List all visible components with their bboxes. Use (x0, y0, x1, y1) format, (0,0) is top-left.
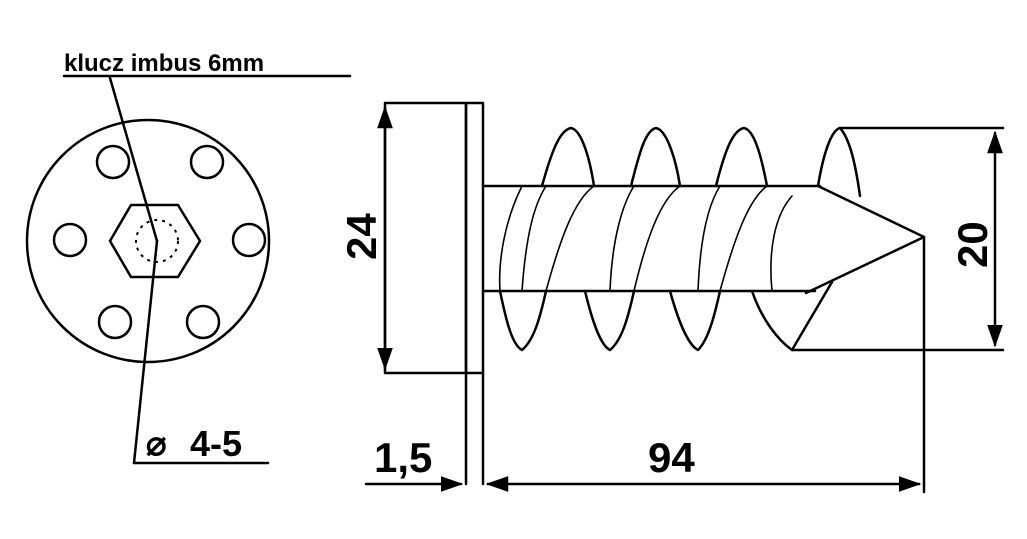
anchor-hole (95, 144, 131, 180)
thread-diameter-label: 20 (949, 221, 996, 268)
thread-helix (609, 185, 635, 292)
anchor-hole (97, 304, 133, 340)
thread-crest-bottom (583, 289, 636, 352)
thread-crest-top (629, 126, 682, 188)
thread-crest-bottom (668, 289, 722, 352)
hex-socket (108, 203, 202, 279)
length-label: 94 (648, 434, 695, 481)
anchor-hole (185, 304, 221, 340)
front-view: klucz imbus 6mm ⌀ 4-5 (25, 50, 352, 465)
center-hole-hidden-edge (135, 219, 179, 263)
key-label: klucz imbus 6mm (64, 50, 264, 77)
side-view: 24 20 94 1,5 (338, 101, 1005, 494)
thread-crest-top (816, 126, 862, 198)
thread-helix (545, 185, 595, 292)
diameter-symbol: ⌀ (146, 425, 167, 463)
flange-thickness-label: 1,5 (374, 434, 432, 481)
thread (498, 126, 862, 352)
hole-leader-line (132, 239, 159, 465)
thread-helix (770, 195, 793, 292)
head-diameter-label: 24 (338, 213, 385, 260)
thread-helix (697, 185, 721, 292)
head-disc (25, 118, 271, 364)
thread-helix (719, 185, 768, 292)
thread-helix (498, 185, 523, 292)
anchor-hole-ring (52, 144, 267, 340)
key-leader-line (108, 76, 159, 243)
screw-head (383, 101, 468, 375)
thread-crest-bottom (498, 289, 548, 352)
hole-diameter-label: 4-5 (190, 423, 242, 464)
thread-helix (633, 185, 681, 292)
anchor-hole (52, 222, 88, 258)
anchor-hole (189, 144, 225, 180)
flange (464, 101, 485, 375)
thread-crest-top (540, 126, 596, 188)
thread-crest-top (714, 126, 769, 188)
screw-tip (804, 184, 926, 295)
anchor-hole (231, 222, 267, 258)
thread-helix (521, 185, 547, 292)
